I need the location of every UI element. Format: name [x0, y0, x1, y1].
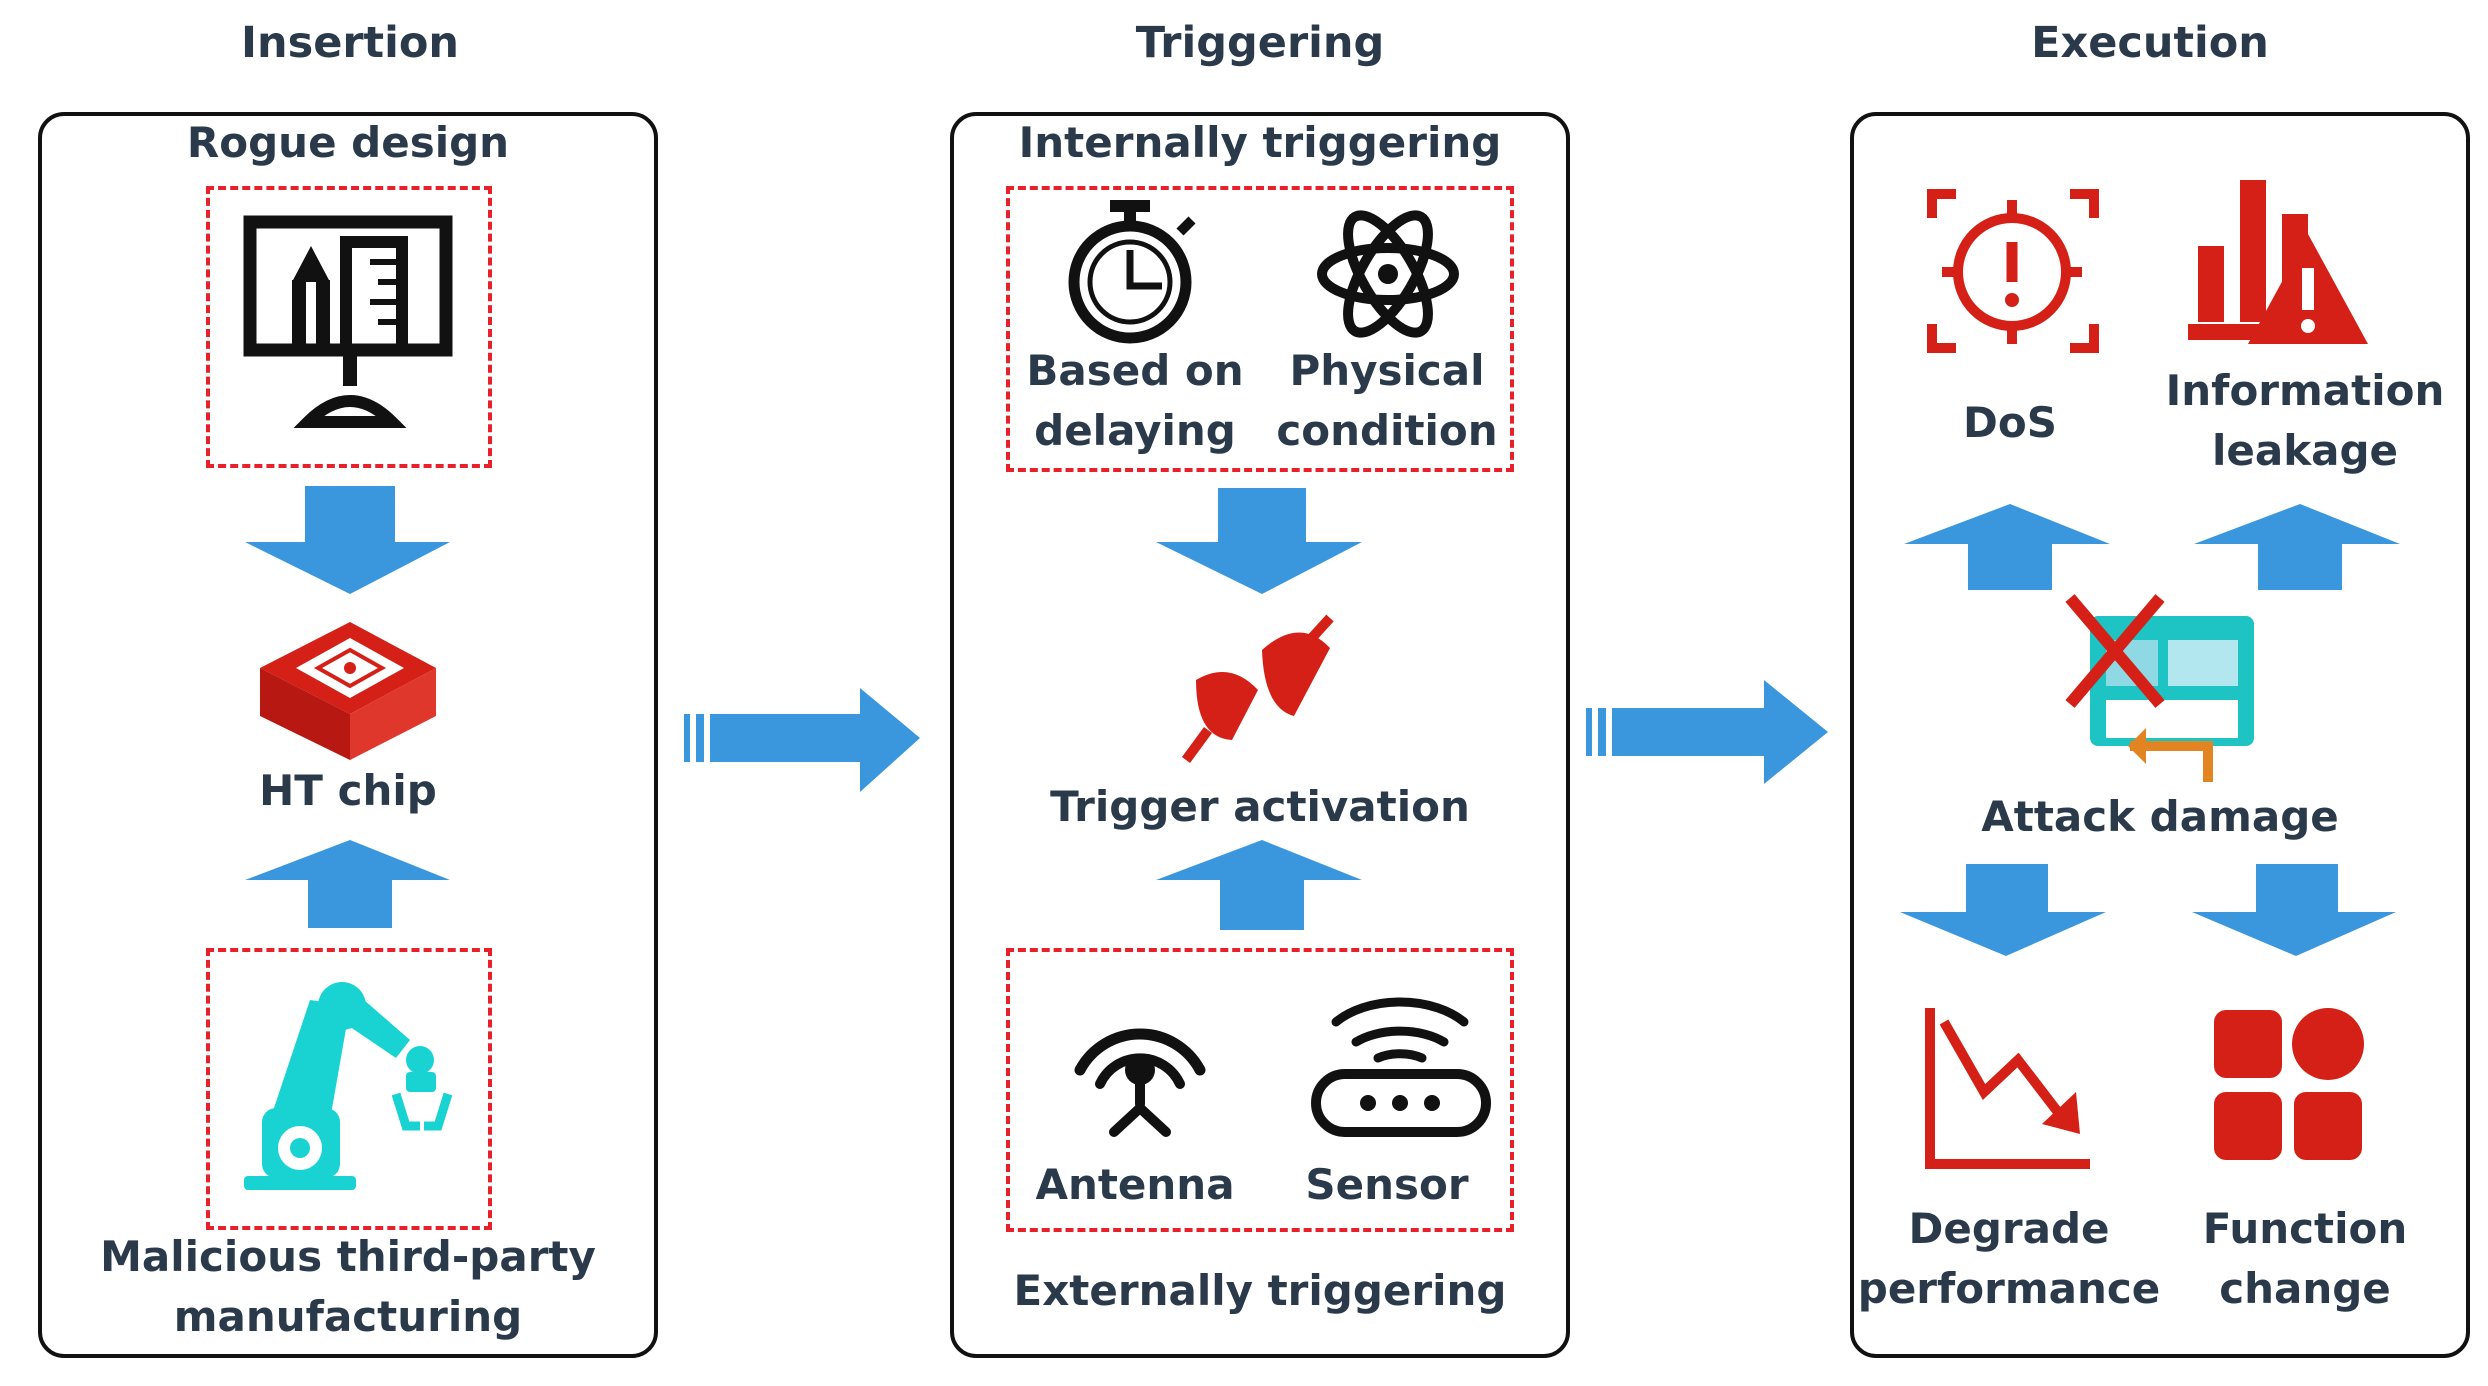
arrow-up-triggering — [1156, 840, 1362, 930]
plug-icon — [1181, 614, 1334, 763]
robot-arm-icon — [244, 982, 453, 1190]
trigger-activation-label: Trigger activation — [1050, 782, 1470, 831]
atom-icon — [1317, 210, 1459, 338]
antenna-label: Antenna — [1035, 1160, 1235, 1209]
execution-header: Execution — [2031, 18, 2269, 68]
third-party-box — [206, 948, 492, 1230]
triggering-panel — [950, 112, 1570, 1358]
internal-trigger-label: Internally triggering — [1018, 118, 1502, 167]
triggering-header: Triggering — [1135, 18, 1385, 68]
third-party-label-line2: manufacturing — [173, 1292, 523, 1341]
external-trigger-label: Externally triggering — [1013, 1266, 1507, 1315]
degrade-label-line1: Degrade — [1908, 1204, 2110, 1253]
ht-chip-label: HT chip — [259, 766, 437, 815]
delay-label-line1: Based on — [1026, 346, 1244, 395]
info-leakage-label-line2: leakage — [2211, 426, 2399, 475]
rogue-design-box — [206, 186, 492, 468]
decline-chart-icon — [1925, 1008, 2090, 1169]
dos-label: DoS — [1963, 398, 2057, 447]
arrow-up-insertion — [245, 840, 450, 928]
sensor-label: Sensor — [1305, 1160, 1469, 1209]
execution-panel — [1850, 112, 2470, 1358]
arrow-up-dos — [1904, 504, 2110, 590]
stopwatch-icon — [1068, 200, 1196, 344]
insertion-panel — [38, 112, 658, 1358]
delay-label-line2: delaying — [1034, 406, 1236, 455]
insertion-header: Insertion — [240, 18, 460, 68]
monitor-design-icon — [243, 215, 453, 428]
alert-target-icon — [1927, 189, 2099, 353]
damaged-card-icon — [2065, 594, 2254, 782]
chart-warning-icon — [2188, 180, 2368, 344]
internal-trigger-box — [1006, 186, 1514, 472]
attack-damage-label: Attack damage — [1981, 792, 2339, 841]
info-leakage-label-line1: Information — [2165, 366, 2445, 415]
chip-icon — [260, 622, 436, 760]
function-label-line1: Function — [2202, 1204, 2408, 1253]
physical-label-line1: Physical — [1289, 346, 1485, 395]
arrow-right-triggering-to-execution — [1586, 680, 1828, 784]
arrow-down-degrade — [1900, 864, 2106, 956]
degrade-label-line2: performance — [1857, 1264, 2161, 1313]
function-label-line2: change — [2219, 1264, 2391, 1313]
arrow-right-insertion-to-triggering — [684, 688, 920, 792]
antenna-icon — [1074, 1028, 1206, 1137]
rogue-design-label: Rogue design — [186, 118, 510, 167]
router-sensor-icon — [1311, 997, 1491, 1137]
arrow-up-info — [2194, 504, 2400, 590]
arrow-down-triggering — [1156, 488, 1362, 594]
arrow-down-insertion — [245, 486, 450, 594]
external-trigger-box — [1006, 948, 1514, 1232]
blocks-icon — [2214, 1008, 2364, 1160]
third-party-label-line1: Malicious third-party — [100, 1232, 596, 1281]
arrow-down-function — [2192, 864, 2396, 956]
physical-label-line2: condition — [1276, 406, 1498, 455]
